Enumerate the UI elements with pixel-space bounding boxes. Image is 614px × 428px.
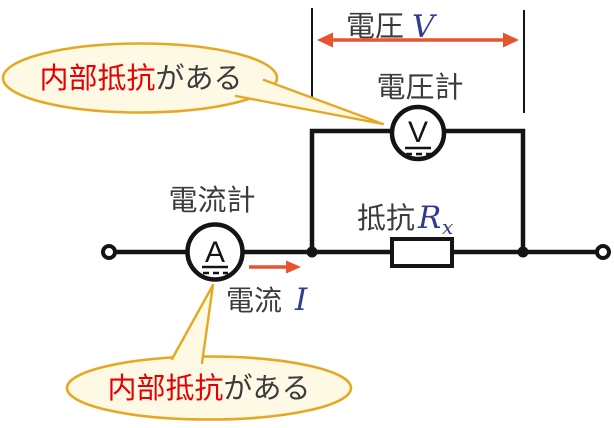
junction-dot-right xyxy=(517,246,529,258)
terminal-right xyxy=(595,244,611,260)
voltmeter-symbol: V xyxy=(389,104,447,162)
terminal-left xyxy=(101,244,117,260)
current-label: 電流 xyxy=(226,285,282,316)
callout-top-highlight: 内部抵抗 xyxy=(39,62,155,95)
current-symbol: I xyxy=(294,282,308,318)
voltmeter-letter: V xyxy=(408,116,428,149)
resistor-symbol xyxy=(390,237,454,268)
callout-bottom: 内部抵抗がある xyxy=(65,283,353,421)
callout-top-text: 内部抵抗がある xyxy=(39,62,242,95)
callout-bottom-text: 内部抵抗がある xyxy=(107,372,310,405)
callout-bottom-highlight: 内部抵抗 xyxy=(107,372,223,405)
resistor-symbol-label: R xyxy=(417,200,441,236)
junction-dot-left xyxy=(306,246,318,258)
resistor-label: 抵抗 xyxy=(357,202,415,235)
voltmeter-label: 電圧計 xyxy=(376,71,463,104)
callout-bottom-tail xyxy=(170,283,215,365)
voltage-symbol: V xyxy=(412,9,438,45)
ammeter-letter: A xyxy=(205,236,225,269)
ammeter-label: 電流計 xyxy=(168,184,255,217)
callout-top-rest: がある xyxy=(156,62,243,95)
voltage-label: 電圧 xyxy=(346,11,404,43)
callout-bottom-rest: がある xyxy=(224,372,311,405)
callout-top-tail xyxy=(234,78,385,126)
current-arrow xyxy=(249,260,301,274)
voltage-arrow xyxy=(317,32,519,48)
resistor-subscript: x xyxy=(442,215,453,239)
callout-top: 内部抵抗がある xyxy=(1,42,385,126)
ammeter-symbol: A xyxy=(185,222,245,282)
